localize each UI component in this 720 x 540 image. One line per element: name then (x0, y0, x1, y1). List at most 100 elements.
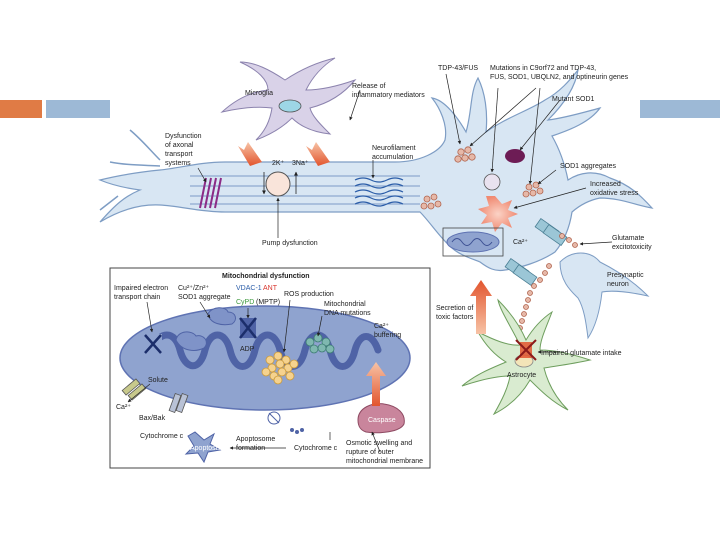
nucleus (483, 173, 501, 191)
label-cytochrome-bottom: Cytochrome c (294, 445, 338, 452)
label-mito-title: Mitochondrial dysfunction (222, 273, 310, 280)
label-3na: 3Na⁺ (292, 160, 309, 167)
label-apoptosome-2: formation (236, 445, 265, 452)
soma-contents (420, 146, 578, 331)
label-solute: Solute (148, 377, 168, 384)
label-tdp43-fus: TDP-43/FUS (438, 65, 478, 72)
label-osmotic-3: mitochondrial membrane (346, 458, 423, 465)
soma-mitochondrion (446, 231, 500, 253)
label-mutations-1: Mutations in C9orf72 and TDP-43, (490, 65, 596, 72)
mitochondrial-dysfunction-panel (109, 267, 431, 469)
label-cytochrome-left: Cytochrome c (140, 433, 184, 440)
label-osmotic-2: rupture of outer (346, 449, 395, 456)
label-glutamate-1: Glutamate (612, 235, 644, 242)
label-mutant-sod1: Mutant SOD1 (552, 96, 595, 103)
inflammatory-arrow-left (238, 142, 262, 166)
motor-neuron (98, 67, 654, 272)
label-oxidative-1: Increased (590, 181, 621, 188)
label-cu-zn-1: Cu²⁺/Zn²⁺ (178, 285, 209, 292)
label-release-1: Release of (352, 83, 386, 90)
label-ros: ROS production (284, 291, 334, 298)
label-release-2: inflammatory mediators (352, 92, 425, 99)
label-sod1-aggregates: SOD1 aggregates (560, 163, 617, 170)
label-ca-buffering-1: Ca²⁺ (374, 323, 389, 330)
label-presynaptic-1: Presynaptic (607, 272, 644, 279)
label-impaired-glutamate: Impaired glutamate intake (541, 350, 622, 357)
slide-accent-blue-right (640, 100, 720, 118)
label-ant: ANT (263, 285, 278, 292)
label-2k: 2K⁺ (272, 160, 285, 167)
presynaptic-neuron (559, 252, 650, 340)
apoptosome-dots (290, 428, 304, 434)
label-caspase: Caspase (368, 417, 396, 424)
leader-lines (127, 73, 613, 453)
figure-labels: Microglia Release of inflammatory mediat… (114, 65, 652, 465)
label-microglia: Microglia (245, 90, 273, 97)
label-mito-dna-2: DNA mutations (324, 310, 371, 317)
label-ca-buffering-2: buffering (374, 332, 401, 339)
mito-dna-cluster (305, 333, 335, 354)
label-impaired-electron-2: transport chain (114, 294, 160, 301)
sod1-aggregate-blob (175, 331, 207, 351)
label-mptp: (MPTP) (256, 299, 280, 306)
mitochondrion-cristae (146, 331, 382, 370)
mutant-sod1 (505, 149, 525, 163)
inflammatory-arrow-right (306, 142, 330, 166)
mptp-channel (239, 317, 257, 339)
label-dysfunction-4: systems (165, 160, 191, 167)
bax-bak-channel (168, 393, 189, 413)
label-ca-left: Ca²⁺ (116, 404, 131, 411)
label-oxidative-2: oxidative stress (590, 190, 639, 197)
extracellular-aggregates (420, 193, 442, 210)
label-bax-bak: Bax/Bak (139, 415, 166, 422)
label-dysfunction-1: Dysfunction (165, 133, 202, 140)
oxidative-stress-burst (478, 196, 518, 232)
label-mito-dna-1: Mitochondrial (324, 301, 366, 308)
ion-pump (265, 171, 291, 197)
label-secretion-2: toxic factors (436, 314, 474, 321)
neuron-shape (98, 67, 654, 272)
label-cu-zn-2: SOD1 aggregate (178, 294, 231, 301)
label-secretion-1: Secretion of (436, 305, 473, 312)
label-ca-right: Ca²⁺ (513, 239, 528, 246)
label-adp: ADP (240, 346, 255, 353)
atp-inhibit-icon (267, 411, 281, 425)
label-impaired-electron-1: Impaired electron (114, 285, 168, 292)
label-apoptosis: Apoptosis (190, 445, 221, 452)
mitochondrion-outer (119, 305, 411, 411)
glutamate-receptors (504, 218, 568, 286)
label-glutamate-2: excitotoxicity (612, 244, 652, 251)
microglia-cell (220, 57, 357, 141)
neurofilament-tangles (354, 177, 404, 207)
label-neurofilament-2: accumulation (372, 154, 413, 161)
ros-cluster (261, 351, 299, 385)
neuron-membrane (99, 129, 161, 211)
axon-lines (190, 175, 420, 205)
transporter-block (515, 339, 537, 361)
apoptosis-star (184, 431, 222, 464)
label-pump-dysfunction: Pump dysfunction (262, 240, 318, 247)
solute-channel (121, 378, 147, 401)
label-dysfunction-3: transport (165, 151, 193, 158)
label-astrocyte: Astrocyte (507, 372, 536, 379)
label-osmotic-1: Osmotic swelling and (346, 440, 412, 447)
slide-accent-orange (0, 100, 42, 118)
ca-buffering-arrow (366, 362, 386, 406)
label-neurofilament-1: Neurofilament (372, 145, 416, 152)
slide-accent-blue-left (46, 100, 110, 118)
label-cypd: CyPD (236, 299, 254, 306)
label-presynaptic-2: neuron (607, 281, 629, 288)
microglia-nucleus (278, 99, 302, 113)
label-vdac1: VDAC-1 (236, 285, 262, 292)
secretion-arrow (470, 280, 492, 334)
mito-zoom-box (442, 227, 504, 257)
etc-block (144, 334, 162, 354)
sod1-aggregate-blob-2 (207, 307, 236, 326)
sod1-aggregates (522, 181, 544, 198)
label-mutations-2: FUS, SOD1, UBQLN2, and optineurin genes (490, 74, 629, 81)
axonal-transport-block (199, 177, 222, 209)
tdp43-fus-aggregates (454, 146, 476, 163)
label-apoptosome-1: Apoptosome (236, 436, 275, 443)
label-dysfunction-2: of axonal (165, 142, 194, 149)
